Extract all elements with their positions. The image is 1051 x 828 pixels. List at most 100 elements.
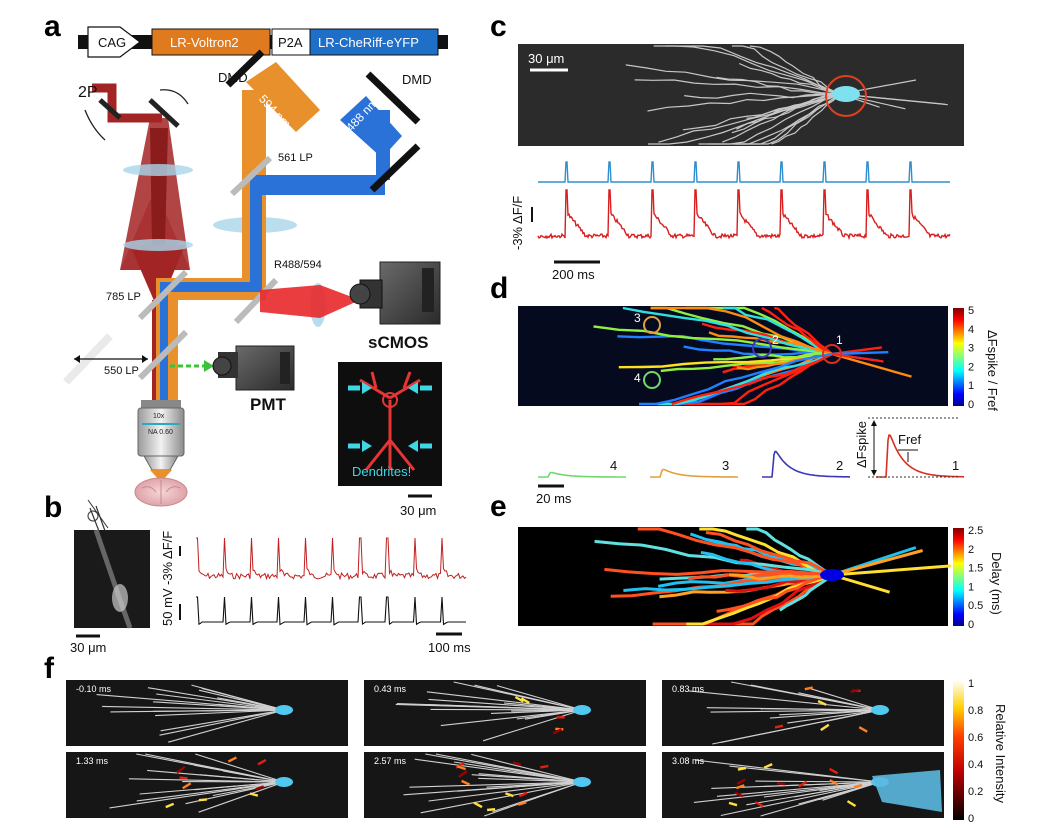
scale-b-img: 30 μm bbox=[70, 640, 106, 655]
dichroic-785lp bbox=[137, 269, 189, 321]
lens-2 bbox=[123, 239, 193, 251]
frame-time-label: 0.43 ms bbox=[374, 684, 407, 694]
label-scmos: sCMOS bbox=[368, 333, 428, 352]
colorbar-tick: 1.5 bbox=[968, 563, 983, 575]
construct-cag: CAG bbox=[98, 35, 126, 50]
colorbar-e-label: Delay (ms) bbox=[989, 552, 1004, 615]
panel-f: -0.10 ms 0.43 ms 0.83 ms 1.33 ms 2.57 ms 3.08… bbox=[66, 678, 1008, 825]
galvo-mirror-1 bbox=[98, 98, 122, 120]
colorbar-f bbox=[953, 680, 964, 820]
construct-p2a: P2A bbox=[278, 35, 303, 50]
colorbar-tick: 2 bbox=[968, 361, 974, 373]
frame-time-label: 3.08 ms bbox=[672, 756, 705, 766]
colorbar-tick: 0.5 bbox=[968, 600, 983, 612]
roi-c-soma bbox=[825, 75, 867, 117]
colorbar-tick: 3 bbox=[968, 343, 974, 355]
frame-time-label: 0.83 ms bbox=[672, 684, 705, 694]
colorbar-tick: 2.5 bbox=[968, 525, 983, 537]
colorbar-f-label: Relative Intensity bbox=[993, 704, 1008, 803]
trace-label-1: 1 bbox=[952, 458, 959, 473]
panel-e: 2.5 2 1.5 1 0.5 0 Delay (ms) bbox=[518, 525, 1004, 631]
trace-d-4 bbox=[538, 471, 626, 478]
colorbar-tick: 0 bbox=[968, 619, 974, 631]
panel-label-c: c bbox=[490, 10, 507, 43]
dmd-mirror-1 bbox=[225, 49, 265, 88]
label-fref: Fref bbox=[898, 432, 922, 447]
label-r488: R488/594 bbox=[274, 259, 322, 271]
label-c-df: -3% ΔF/F bbox=[510, 196, 525, 250]
lens-1 bbox=[123, 164, 193, 176]
optical-setup: 2P 594 nm 488 nm DMD DMD 561 LP R488/594… bbox=[63, 49, 442, 518]
roi-label-1: 1 bbox=[836, 333, 843, 347]
dichroic-r488 bbox=[233, 277, 279, 325]
scale-d-time: 20 ms bbox=[536, 491, 572, 506]
colorbar-tick: 1 bbox=[968, 581, 974, 593]
colorbar-tick: 0.4 bbox=[968, 759, 983, 771]
objective-mag: 10x bbox=[153, 413, 165, 420]
trace-label-3: 3 bbox=[722, 458, 729, 473]
trace-d-3 bbox=[650, 468, 738, 478]
label-b-mv: 50 mV bbox=[160, 588, 175, 626]
roi-3 bbox=[643, 316, 661, 334]
label-2p: 2P bbox=[78, 84, 98, 101]
panel-label-f: f bbox=[44, 652, 55, 685]
colorbar-tick: 0 bbox=[968, 813, 974, 825]
dmd-mirror-2 bbox=[365, 71, 421, 125]
frame-time-label: 2.57 ms bbox=[374, 756, 407, 766]
label-dmd-1: DMD bbox=[218, 70, 248, 85]
construct-voltron: LR-Voltron2 bbox=[170, 35, 239, 50]
label-785lp: 785 LP bbox=[106, 291, 141, 303]
mirror-blue bbox=[369, 143, 421, 193]
roi-label-4: 4 bbox=[634, 371, 641, 385]
scale-c-img: 30 μm bbox=[528, 51, 564, 66]
panel-b: 30 μm -3% ΔF/F 50 mV 100 ms bbox=[70, 499, 471, 655]
colorbar-d-label: ΔFspike / Fref bbox=[985, 330, 1000, 411]
scale-b-time: 100 ms bbox=[428, 640, 471, 655]
colorbar-tick: 1 bbox=[968, 380, 974, 392]
construct-cheriff-block bbox=[309, 28, 439, 56]
panel-c: 30 μm -3% ΔF/F 200 ms bbox=[510, 44, 964, 282]
panel-label-a: a bbox=[44, 10, 61, 43]
panel-label-e: e bbox=[490, 490, 507, 523]
roi-1 bbox=[822, 344, 842, 364]
construct-diagram: CAG LR-Voltron2 P2A LR-CheRiff-eYFP bbox=[78, 26, 448, 58]
construct-voltron-block bbox=[151, 28, 271, 56]
colorbar-tick: 0.8 bbox=[968, 705, 983, 717]
colorbar-tick: 0.2 bbox=[968, 786, 983, 798]
dichroic-550lp bbox=[137, 329, 189, 381]
galvo-mirror-2 bbox=[148, 98, 180, 128]
brain-icon bbox=[134, 477, 188, 507]
dichroic-561lp bbox=[229, 155, 273, 197]
label-pmt: PMT bbox=[250, 395, 287, 414]
trace-label-4: 4 bbox=[610, 458, 617, 473]
label-561lp: 561 LP bbox=[278, 152, 313, 164]
construct-cheriff: LR-CheRiff-eYFP bbox=[318, 35, 419, 50]
dendrites-inset-image bbox=[338, 362, 442, 486]
colorbar-tick: 0.6 bbox=[968, 732, 983, 744]
colorbar-tick: 2 bbox=[968, 544, 974, 556]
panel-label-b: b bbox=[44, 491, 62, 524]
neuron-image-d bbox=[518, 306, 948, 406]
label-dfspike: ΔFspike bbox=[854, 421, 869, 468]
colorbar-e bbox=[953, 528, 964, 626]
colorbar-tick: 0 bbox=[968, 399, 974, 411]
roi-4 bbox=[643, 371, 661, 389]
trace-c-fluorescence bbox=[537, 189, 951, 241]
scale-c-time: 200 ms bbox=[552, 267, 595, 282]
cag-promoter-arrow bbox=[87, 26, 141, 58]
objective-na: NA 0.60 bbox=[148, 429, 173, 436]
trace-d-1 bbox=[876, 434, 964, 478]
label-dendrites: Dendrites! bbox=[352, 464, 411, 479]
pmt-icon bbox=[212, 345, 295, 391]
roi-label-2: 2 bbox=[772, 333, 779, 347]
scale-a: 30 μm bbox=[400, 503, 436, 518]
frame-time-label: 1.33 ms bbox=[76, 756, 109, 766]
trace-b-voltage bbox=[196, 596, 466, 626]
frame-time-label: -0.10 ms bbox=[76, 684, 112, 694]
trace-label-2: 2 bbox=[836, 458, 843, 473]
trace-d-2 bbox=[762, 450, 850, 478]
colorbar-tick: 5 bbox=[968, 305, 974, 317]
roi-label-3: 3 bbox=[634, 311, 641, 325]
